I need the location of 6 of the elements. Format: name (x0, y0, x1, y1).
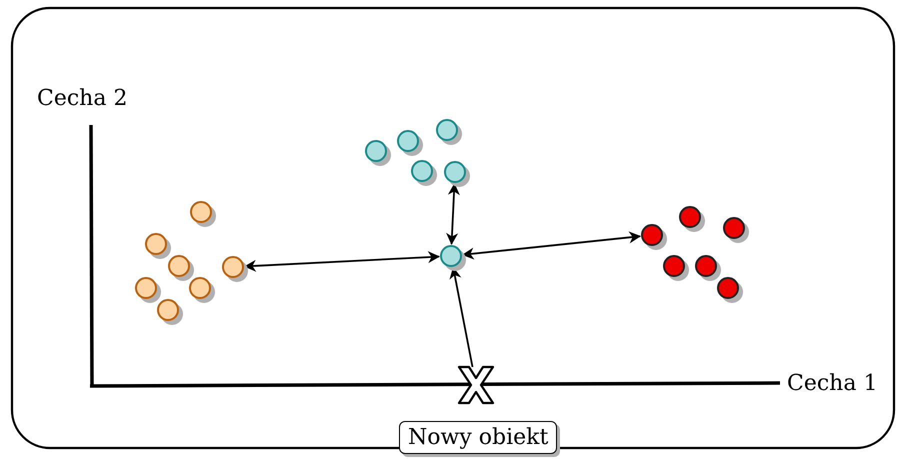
arrow (446, 183, 460, 245)
axis-label: Cecha 2 (37, 88, 128, 110)
cross-mark-icon (455, 364, 497, 406)
arrow (244, 251, 440, 272)
arrow (462, 231, 642, 260)
axis-label: Cecha 1 (787, 373, 878, 395)
